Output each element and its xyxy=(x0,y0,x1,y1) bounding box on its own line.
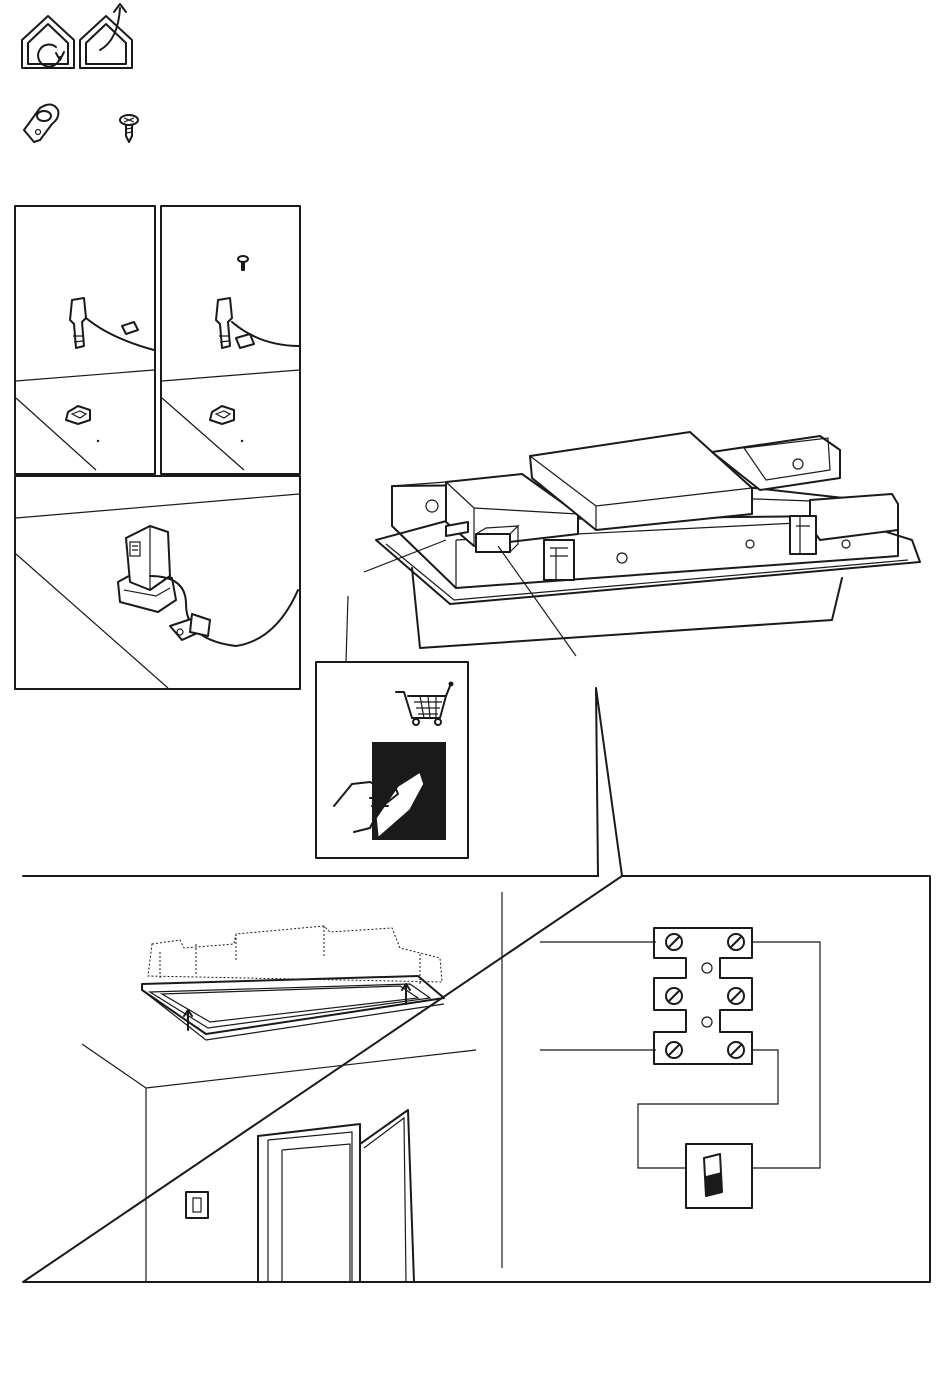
accessory-callout xyxy=(316,662,468,858)
shopping-cart-icon xyxy=(396,682,454,726)
terminal-screw xyxy=(666,934,682,950)
outdoor-exhaust-icon xyxy=(80,4,132,68)
terminal-block-wiring xyxy=(540,928,820,1208)
screw-icon xyxy=(120,115,138,142)
step-panel-3 xyxy=(15,476,300,689)
step-panel-1 xyxy=(15,206,155,474)
ceiling-installation xyxy=(82,926,476,1282)
light-switch-icon xyxy=(686,1144,752,1208)
peel-sticker-icon xyxy=(334,742,446,840)
light-switch-icon xyxy=(186,1192,208,1218)
terminal-screw xyxy=(666,1042,682,1058)
terminal-screw xyxy=(728,934,744,950)
terminal-screw xyxy=(728,988,744,1004)
step-panel-2 xyxy=(161,206,300,474)
cable-clip-icon xyxy=(24,104,58,142)
indoor-recirculation-icon xyxy=(22,16,74,68)
terminal-screw xyxy=(728,1042,744,1058)
installation-detail-frame xyxy=(23,876,930,1282)
terminal-screw xyxy=(666,988,682,1004)
hood-overview xyxy=(364,432,920,656)
screw-icon xyxy=(238,256,248,270)
